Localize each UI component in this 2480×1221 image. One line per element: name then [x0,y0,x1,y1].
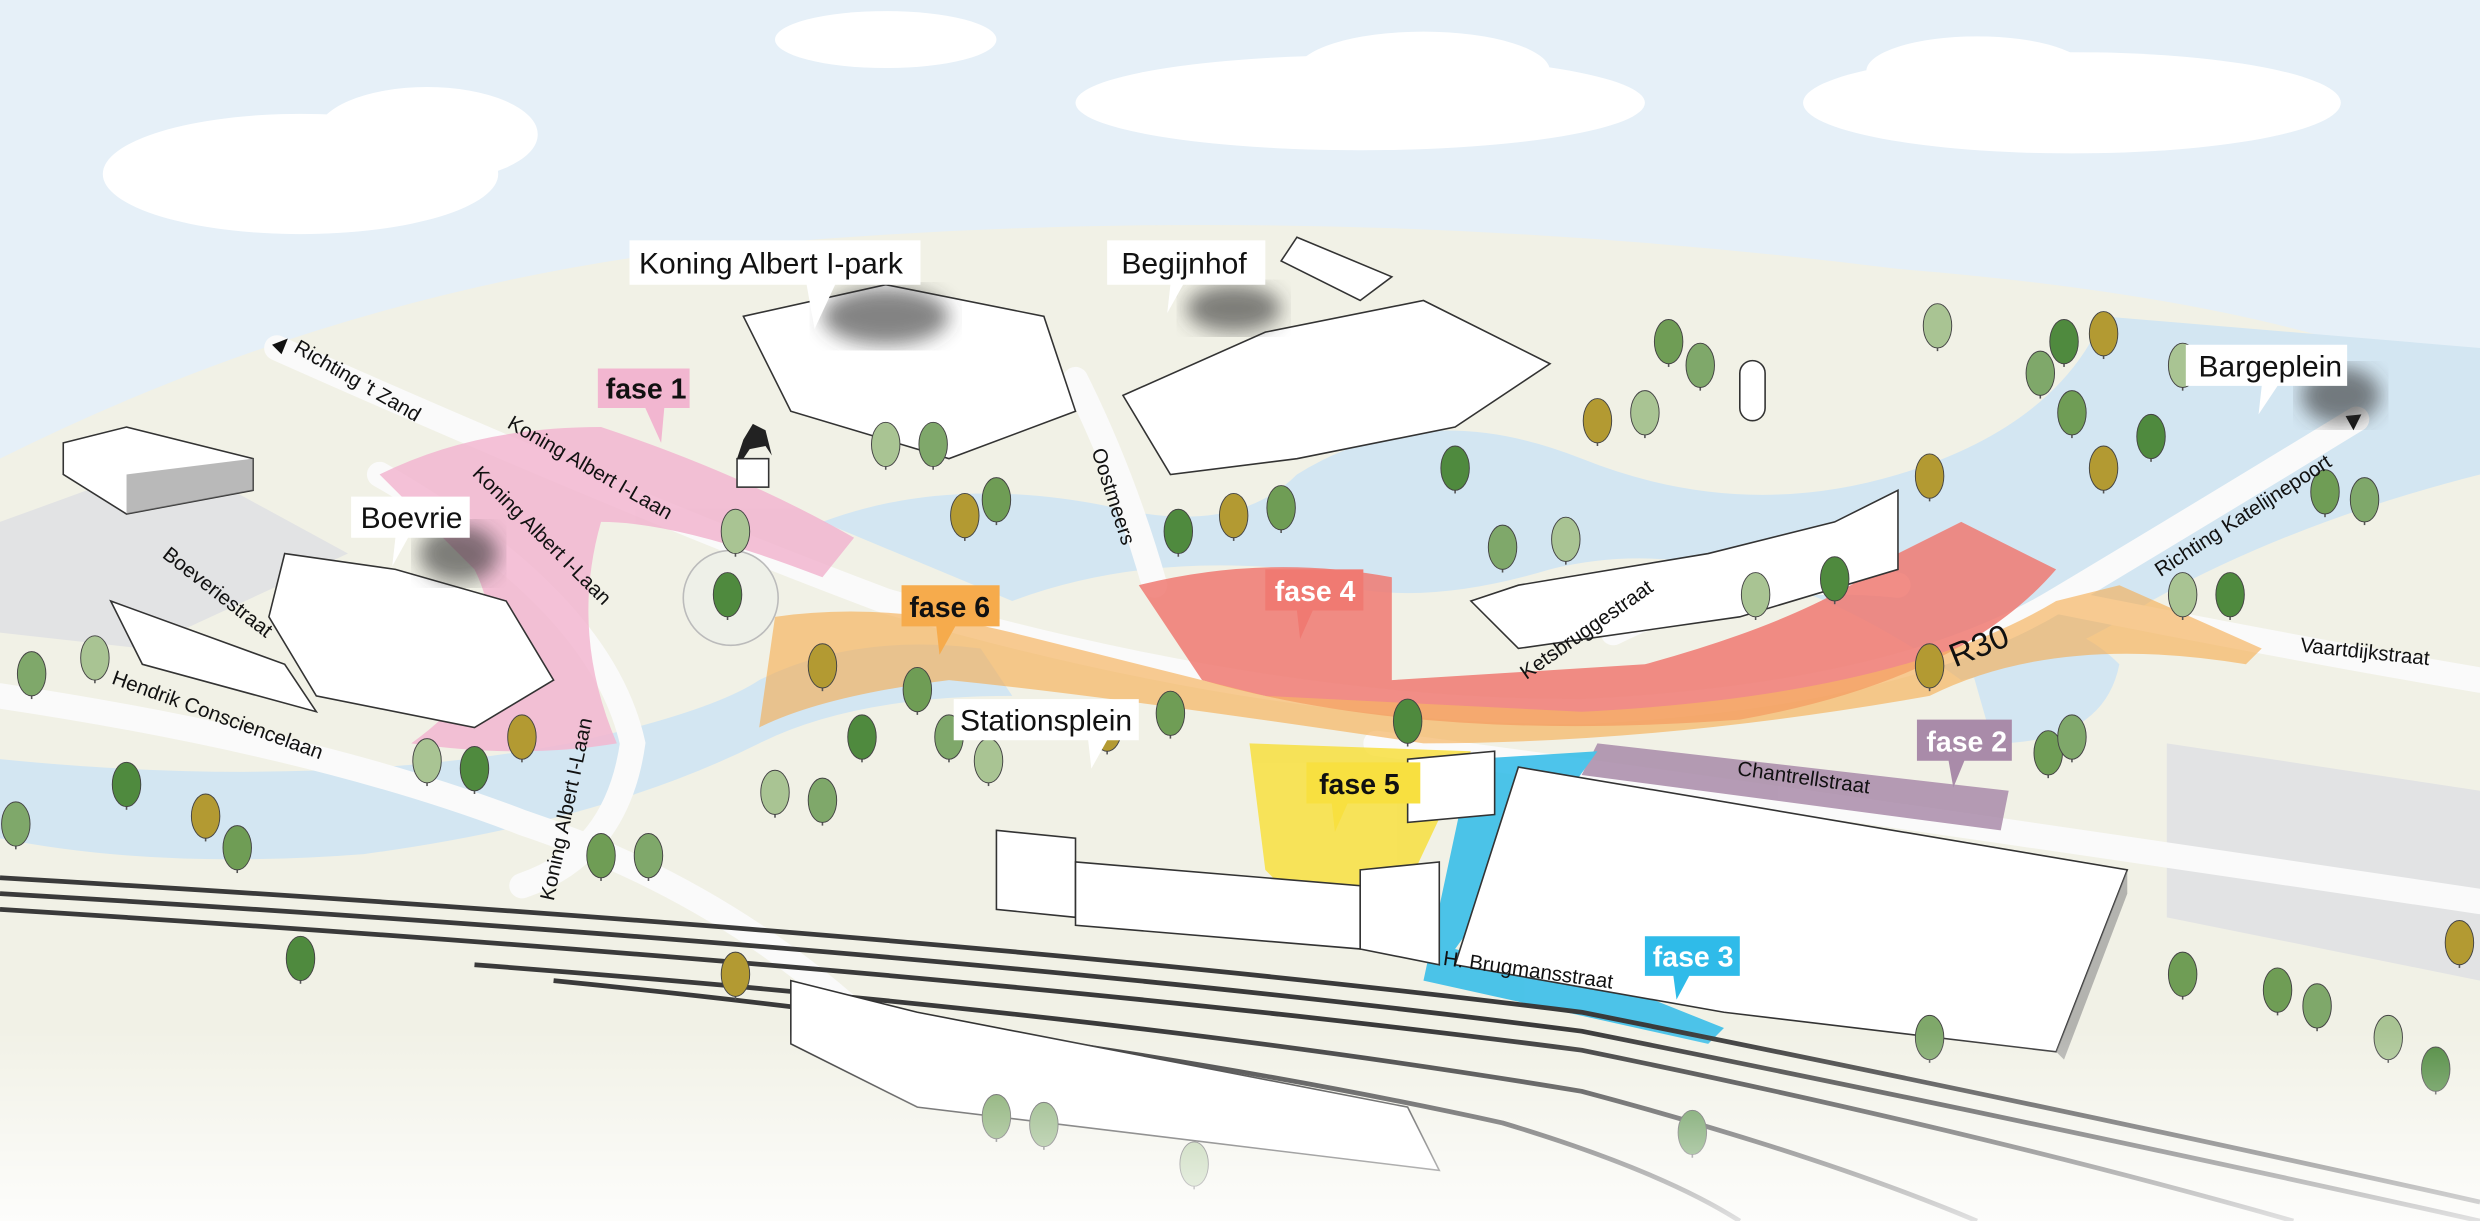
tree-icon [1582,398,1613,447]
tree-icon [80,635,110,684]
tree-icon [285,935,316,984]
tree-icon [1914,453,1945,502]
tree-icon [1218,492,1249,541]
tree-icon [1685,342,1715,391]
tree-icon [412,738,442,787]
tree-icon [2349,477,2380,526]
tree-icon [1653,319,1684,367]
callout-stationsplein: Stationsplein [953,699,1139,769]
svg-text:fase 6: fase 6 [909,592,990,624]
tree-icon [1440,445,1470,494]
building-shading [126,458,2128,1060]
zone-fase-6 [759,585,2262,744]
clouds [102,11,2341,235]
tree-icon [1630,390,1660,439]
tree-icon [1155,690,1186,739]
tree-icon [720,951,751,1000]
svg-text:fase 4: fase 4 [1275,576,1356,608]
svg-text:Bargeplein: Bargeplein [2198,350,2342,383]
tree-icon [2057,714,2087,763]
bottom-fade [0,1028,2480,1221]
tree-icon [2057,390,2087,439]
svg-text:fase 1: fase 1 [606,374,687,406]
tree-icon [847,714,877,763]
svg-text:Stationsplein: Stationsplein [960,705,1132,738]
tree-icon [633,833,664,881]
tree-icon [1487,524,1518,573]
phase-callouts: fase 1 fase 2 fase 3 fase 4 fase 5 fase … [597,368,2012,1000]
callout-fase-6: fase 6 [901,585,1000,655]
tree-icon [2444,920,2475,968]
callout-fase-5: fase 5 [1306,762,1421,832]
tree-icon [507,714,537,763]
zone-fase-4 [1138,521,2057,727]
tree-icon [1551,516,1581,565]
direction-arrow-icon [272,338,288,355]
tree-icon [2262,967,2293,1016]
callout-fase-3: fase 3 [1644,936,1740,1000]
tree-icon [16,651,47,700]
tree-icon [1740,572,1771,620]
callout-fase-4: fase 4 [1265,569,1364,639]
svg-text:fase 2: fase 2 [1926,726,2007,758]
tree-icon [2310,469,2340,518]
tree-icon [2049,319,2079,367]
tree-icon [981,477,1012,526]
svg-text:fase 3: fase 3 [1653,941,1734,973]
tree-icon [950,492,980,541]
tree-icon [2088,311,2119,360]
tree-icon [871,421,901,470]
tree-icon [190,793,221,842]
tree-icon [1,801,31,850]
tree-icon [1914,643,1945,692]
svg-text:Koning Albert I-park: Koning Albert I-park [639,248,904,281]
tree-icon [807,777,838,826]
tree-icon [222,825,252,874]
tree-icon [2167,572,2198,620]
svg-text:Begijnhof: Begijnhof [1121,248,1247,281]
tree-icon [2215,572,2245,620]
callout-boevrie: Boevrie [351,496,499,583]
tree-icon [807,643,838,692]
tree-icon [918,421,948,470]
tree-icon [111,761,142,810]
tree-icon [1819,556,1850,605]
tree-icon [1163,508,1194,557]
tree-icon [1392,698,1423,747]
callout-koning-albert-park: Koning Albert I-park [629,240,949,345]
plots [0,458,2480,981]
tree-icon [902,666,933,715]
statue-icon [736,423,772,488]
tree-icon [1922,303,1953,352]
tree-icon [2167,951,2198,1000]
tree-icon [720,508,751,557]
tree-icon [586,833,616,881]
svg-text:fase 5: fase 5 [1319,769,1400,801]
tree-icon [2136,413,2166,462]
tree-icon [1266,485,1296,534]
zone-fase-2 [1581,743,2009,831]
place-callouts: Koning Albert I-park Begijnhof Boevrie S… [351,240,2381,769]
callout-bargeplein: Bargeplein [2185,344,2381,424]
tree-icon [760,769,790,818]
callout-fase-2: fase 2 [1916,719,2012,788]
svg-text:Boevrie: Boevrie [361,502,463,535]
tree-icon [2025,350,2056,399]
callout-begijnhof: Begijnhof [1107,240,1282,333]
tree-icon [2088,445,2119,494]
tree-icon [712,572,743,620]
callout-fase-1: fase 1 [597,368,690,443]
trees [1,303,2475,1190]
tree-icon [459,746,490,794]
